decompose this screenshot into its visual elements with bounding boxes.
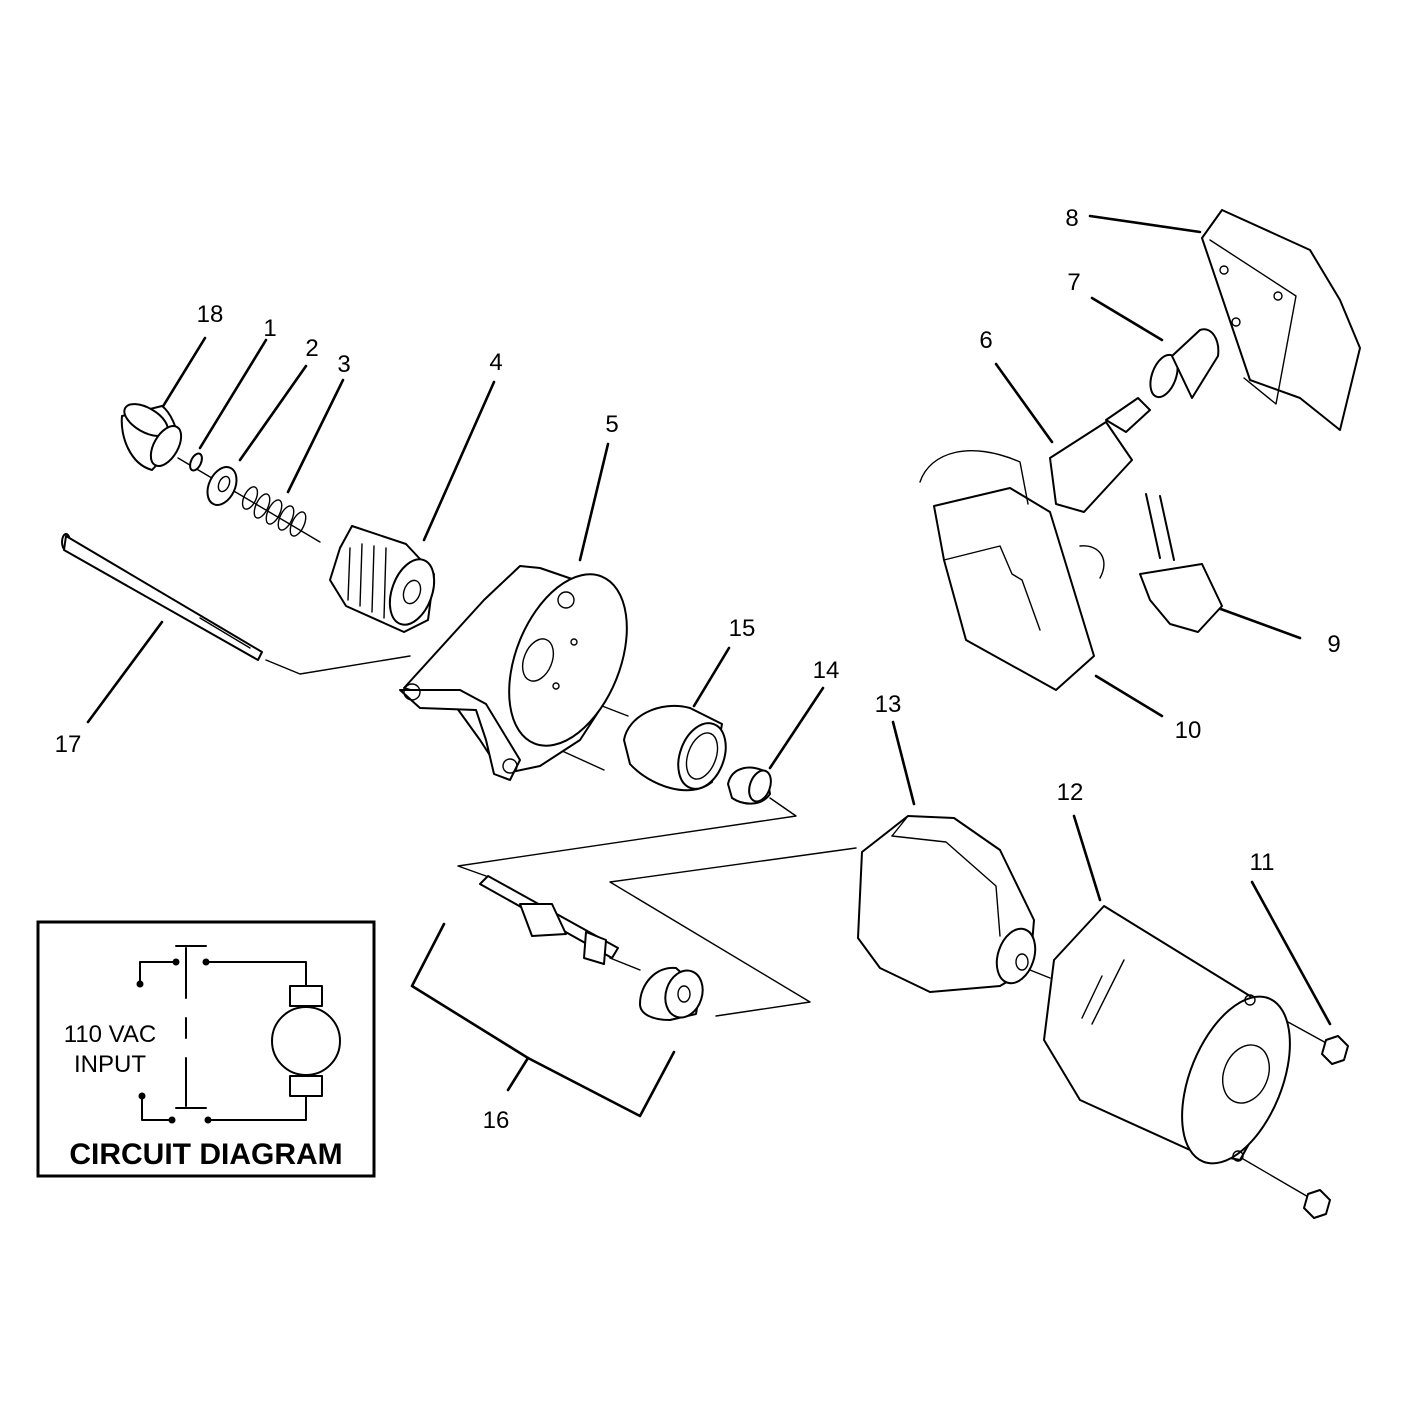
- callout-16: 16: [483, 1107, 510, 1134]
- part-5-end-housing: [399, 565, 628, 781]
- part-17-through-bolt: [61, 533, 263, 661]
- callout-14: 14: [813, 657, 840, 684]
- callout-6: 6: [979, 327, 992, 354]
- part-4-brush-holder: [329, 525, 436, 633]
- part-10-switch-box: [919, 450, 1105, 691]
- callout-13: 13: [875, 691, 902, 718]
- part-6-actuator: [1049, 397, 1151, 513]
- callout-17: 17: [55, 731, 82, 758]
- part-2-bearing: [206, 466, 238, 506]
- circuit-diagram-box: 110 VAC INPUT CIRCUIT DIAGRAM: [36, 920, 376, 1178]
- part-3-spring: [241, 486, 307, 537]
- part-16-gear: [639, 966, 704, 1021]
- circuit-wiring: [136, 958, 307, 1124]
- callout-labels: 18 1 2 3 4 5 6 7 8 9 10 11 12 13 14 15 1…: [55, 205, 1341, 1134]
- callout-8: 8: [1065, 205, 1078, 232]
- part-15-magnet: [623, 704, 727, 792]
- part-14-bushing: [727, 766, 772, 805]
- circuit-input-label-line1: 110 VAC: [64, 1021, 157, 1048]
- callout-15: 15: [729, 615, 756, 642]
- part-18-sleeve: [120, 403, 183, 471]
- callout-7: 7: [1067, 269, 1080, 296]
- callout-2: 2: [305, 335, 318, 362]
- part-12-motor: [1043, 905, 1291, 1165]
- switch-symbol: [175, 945, 207, 1109]
- callout-10: 10: [1175, 717, 1202, 744]
- part-9-plug: [1139, 493, 1223, 633]
- leader-lines: [86, 214, 1332, 1118]
- callout-18: 18: [197, 301, 224, 328]
- circuit-diagram-title: CIRCUIT DIAGRAM: [69, 1138, 342, 1171]
- part-13-gear-housing: [857, 815, 1037, 993]
- callout-5: 5: [605, 411, 618, 438]
- callout-4: 4: [489, 349, 502, 376]
- callout-12: 12: [1057, 779, 1084, 806]
- callout-11: 11: [1250, 849, 1275, 876]
- part-11-nuts: [1303, 1035, 1349, 1219]
- part-16-shaft: [479, 875, 619, 965]
- circuit-input-label-line2: INPUT: [74, 1051, 146, 1078]
- part-8-cover: [1201, 209, 1361, 431]
- callout-9: 9: [1327, 631, 1340, 658]
- part-1-washer: [189, 452, 203, 472]
- callout-1: 1: [263, 315, 276, 342]
- part-7-plug-cap: [1149, 328, 1220, 399]
- callout-3: 3: [337, 351, 350, 378]
- motor-symbol: [271, 985, 341, 1097]
